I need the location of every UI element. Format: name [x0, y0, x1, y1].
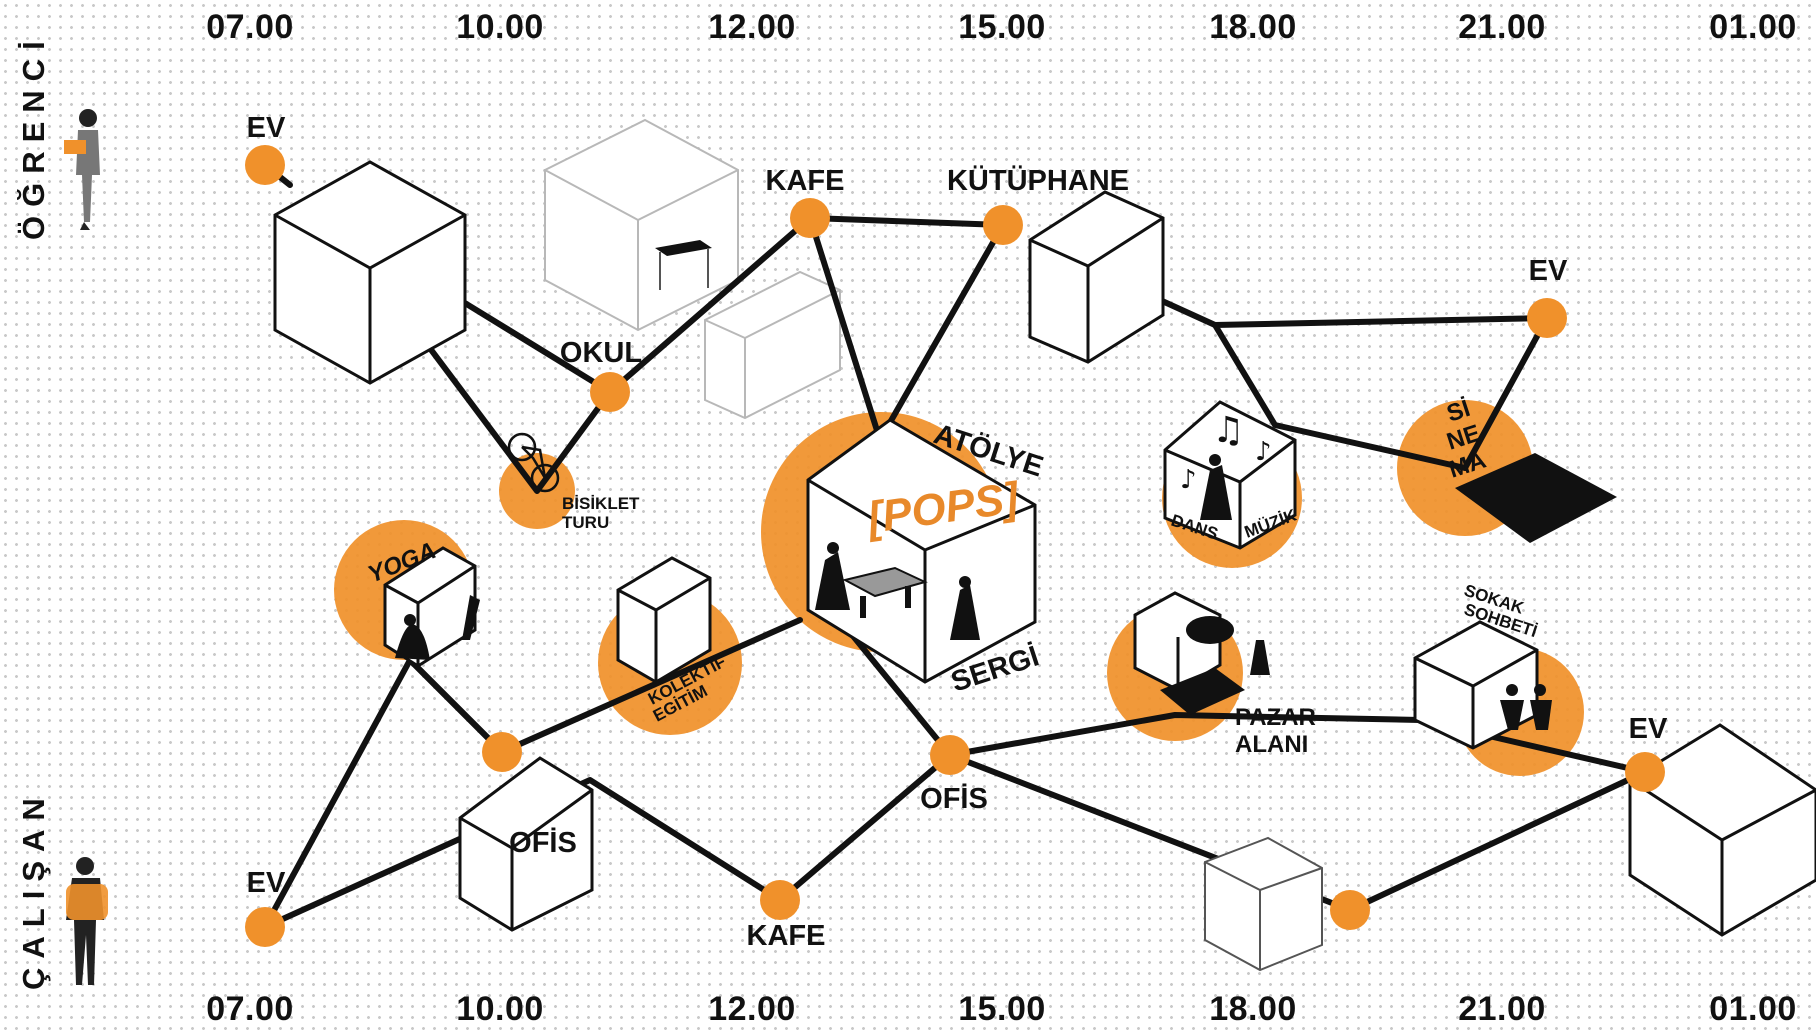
- label-ofis-worker: OFİS: [920, 783, 988, 815]
- box-pops: [806, 418, 1037, 684]
- node-kafe-worker: [760, 880, 800, 920]
- node-ofis-worker: [930, 735, 970, 775]
- worker-figure-icon: [66, 857, 108, 985]
- node-evening-worker: [1330, 890, 1370, 930]
- label-ev-worker-start: EV: [247, 867, 286, 899]
- label-kutuphane: KÜTÜPHANE: [947, 164, 1129, 197]
- row-label-student: ÖĞRENCİ: [16, 32, 51, 240]
- tick-bottom-1200: 12.00: [708, 990, 796, 1028]
- box-kolektif: [616, 556, 712, 684]
- row-label-worker: ÇALIŞAN: [16, 789, 51, 990]
- label-ev-student-end: EV: [1529, 255, 1568, 287]
- box-gray-worker: [1204, 836, 1323, 972]
- node-ev-student-start: [245, 145, 285, 185]
- label-ev-worker-end: EV: [1629, 713, 1668, 745]
- node-ev-worker-start: [245, 907, 285, 947]
- box-ofis: [458, 756, 594, 932]
- label-pazar-1: PAZAR: [1235, 704, 1316, 731]
- label-kafe-student: KAFE: [766, 165, 845, 197]
- node-okul: [590, 372, 630, 412]
- tick-bottom-1500: 15.00: [958, 990, 1046, 1028]
- svg-text:♫: ♫: [1212, 410, 1244, 451]
- box-ev-student: [273, 160, 467, 385]
- box-yoga: [383, 546, 480, 668]
- bicycle-icon: [507, 432, 560, 493]
- time-axis-bottom: 07.00 10.00 12.00 15.00 18.00 21.00 01.0…: [206, 990, 1797, 1028]
- student-figure-icon: [64, 109, 100, 230]
- tick-top-1500: 15.00: [958, 8, 1046, 46]
- tick-bottom-2100: 21.00: [1458, 990, 1546, 1028]
- box-dans-muzik: ♫ ♪ ♪: [1163, 400, 1297, 550]
- label-bisiklet-2: TURU: [562, 513, 609, 532]
- sinema-floor: [1455, 453, 1617, 543]
- student-route: [262, 162, 1550, 494]
- svg-text:♪: ♪: [1255, 437, 1272, 467]
- box-sokak: [1413, 620, 1552, 750]
- label-ev-student-start: EV: [247, 112, 286, 144]
- label-bisiklet-1: BİSİKLET: [562, 494, 640, 513]
- tick-bottom-0100: 01.00: [1709, 990, 1797, 1028]
- box-kutuphane: [1028, 190, 1165, 364]
- tick-top-2100: 21.00: [1458, 8, 1546, 46]
- label-pazar-2: ALANI: [1235, 731, 1308, 758]
- box-ev-worker: [1628, 723, 1816, 937]
- route-nodes: [245, 145, 1665, 947]
- node-ev-worker-end: [1625, 752, 1665, 792]
- tick-top-0100: 01.00: [1709, 8, 1797, 46]
- table-icon: [655, 240, 712, 290]
- node-ev-student-end: [1527, 298, 1567, 338]
- bench-icon: [842, 566, 928, 618]
- label-kafe-worker: KAFE: [747, 920, 826, 952]
- tick-bottom-1000: 10.00: [456, 990, 544, 1028]
- tick-top-1200: 12.00: [708, 8, 796, 46]
- node-kutuphane: [983, 205, 1023, 245]
- time-axis-top: 07.00 10.00 12.00 15.00 18.00 21.00 01.0…: [206, 8, 1797, 46]
- tick-bottom-1800: 18.00: [1209, 990, 1297, 1028]
- node-kafe-student: [790, 198, 830, 238]
- svg-text:♪: ♪: [1180, 465, 1197, 495]
- faint-box-table: [544, 118, 739, 332]
- faint-box-kafe: [704, 270, 841, 420]
- tick-top-1800: 18.00: [1209, 8, 1297, 46]
- node-junction-worker: [482, 732, 522, 772]
- label-ofis-box: OFİS: [509, 827, 577, 859]
- music-notes-icon: ♫ ♪ ♪: [1180, 410, 1272, 495]
- tick-top-1000: 10.00: [456, 8, 544, 46]
- tick-top-0700: 07.00: [206, 8, 294, 46]
- box-pazar: [1133, 591, 1270, 715]
- tick-bottom-0700: 07.00: [206, 990, 294, 1028]
- label-okul: OKUL: [560, 337, 642, 369]
